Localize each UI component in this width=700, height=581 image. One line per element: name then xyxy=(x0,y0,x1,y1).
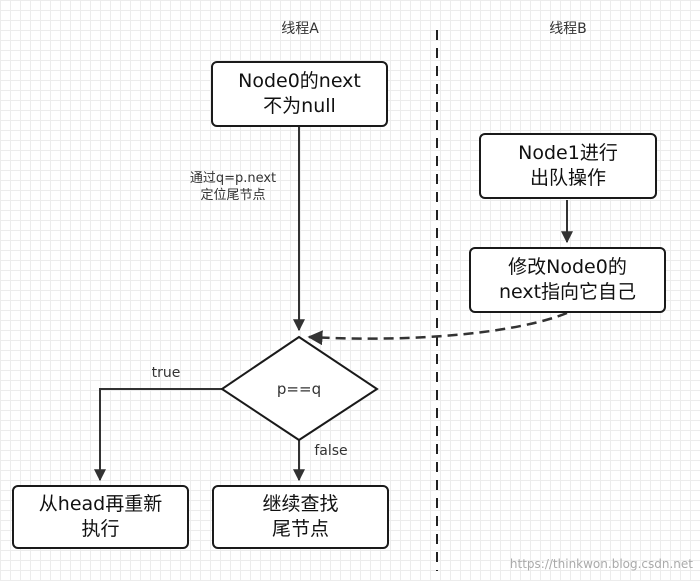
false-label: false xyxy=(314,443,348,459)
node0-line1: Node0的next xyxy=(238,70,361,92)
lane-title-a: 线程A xyxy=(281,21,319,37)
restart-line1: 从head再重新 xyxy=(38,493,163,515)
true-label: true xyxy=(151,365,181,381)
continue-line2: 尾节点 xyxy=(271,518,329,540)
decision-text: p==q xyxy=(276,380,322,398)
watermark-text: https://thinkwon.blog.csdn.net xyxy=(509,557,693,571)
edge-modify-to-decision xyxy=(307,311,568,346)
edge-true-to-restart xyxy=(94,388,222,482)
modify-line2: next指向它自己 xyxy=(498,281,637,303)
continue-line1: 继续查找 xyxy=(262,493,339,515)
restart-from-head-box: 从head再重新 执行 xyxy=(12,485,189,549)
node1-dequeue-box: Node1进行 出队操作 xyxy=(479,133,657,199)
restart-line2: 执行 xyxy=(81,518,120,540)
decision-diamond xyxy=(220,335,379,442)
continue-find-tail-box: 继续查找 尾节点 xyxy=(212,485,389,549)
lane-title-b: 线程B xyxy=(549,21,587,37)
locate-tail-label: 通过q=p.next 定位尾节点 xyxy=(189,171,277,203)
node1-line2: 出队操作 xyxy=(529,167,606,189)
node0-line2: 不为null xyxy=(263,95,336,117)
modify-line1: 修改Node0的 xyxy=(508,256,627,278)
modify-node0-box: 修改Node0的 next指向它自己 xyxy=(469,247,666,313)
node0-next-not-null-box: Node0的next 不为null xyxy=(211,61,388,127)
node1-line1: Node1进行 xyxy=(518,142,618,164)
